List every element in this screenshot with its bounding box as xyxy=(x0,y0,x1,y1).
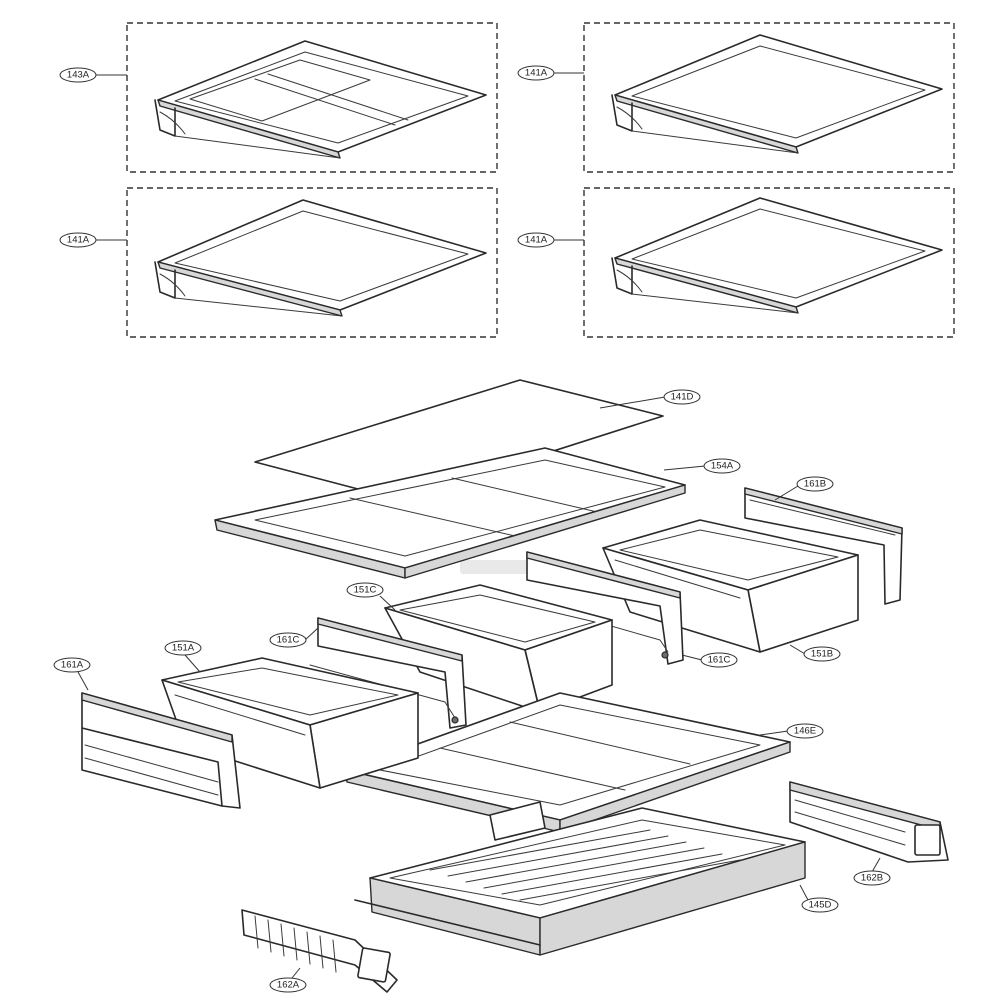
callout-161C-right-label: 161C xyxy=(708,655,731,666)
callout-141D-label: 141D xyxy=(671,392,694,403)
callout-151A xyxy=(164,640,202,656)
shelf-box-141A-bottom-right: 141A xyxy=(517,187,955,338)
callout-162B xyxy=(853,870,891,886)
part-154A-shelf-frame: 154A xyxy=(214,447,741,579)
callout-146E xyxy=(786,723,824,739)
callout-141D xyxy=(663,389,701,405)
callout-161A xyxy=(53,657,91,673)
callout-145D-label: 145D xyxy=(809,900,832,911)
callout-154A xyxy=(703,458,741,474)
callout-146E-label: 146E xyxy=(794,726,816,737)
part-151B-crisper-drawer: 151B xyxy=(602,519,859,662)
part-161A-drawer-cover: 161A xyxy=(53,657,241,809)
callout-151C-label: 151C xyxy=(354,585,377,596)
callout-151C xyxy=(346,582,384,598)
callout-141A-bottom-right-label: 141A xyxy=(525,235,548,246)
callout-141A-bottom-right xyxy=(517,232,555,248)
part-146E-drawer-cover-base: 146E xyxy=(344,692,824,841)
shelf-box-141A-top-right: 141A xyxy=(517,22,955,173)
part-141D-glass-panel: 141D xyxy=(254,379,701,501)
callout-161B xyxy=(796,476,834,492)
callout-161B-label: 161B xyxy=(804,479,826,490)
part-161C-drawer-cover-right: 161C xyxy=(519,551,738,668)
callout-141A-top-right xyxy=(517,65,555,81)
callout-141A-bottom-left-label: 141A xyxy=(67,235,90,246)
callout-161C-right xyxy=(700,652,738,668)
shelf-box-143A: 143A xyxy=(59,22,498,173)
callout-143A-label: 143A xyxy=(67,70,90,81)
callout-143A xyxy=(59,67,97,83)
callout-145D xyxy=(801,897,839,913)
callout-162B-label: 162B xyxy=(861,873,883,884)
part-145D-bottom-tray: 145D xyxy=(354,807,839,956)
callout-162A xyxy=(269,977,307,993)
part-161C-drawer-cover-left: 161C xyxy=(269,617,467,729)
part-162B-slide-rail: 162B xyxy=(789,781,949,886)
callout-151B xyxy=(803,646,841,662)
part-151A-crisper-drawer: 151A xyxy=(161,640,419,789)
callout-161C-left-label: 161C xyxy=(277,635,300,646)
callout-141A-bottom-left xyxy=(59,232,97,248)
callout-151A-label: 151A xyxy=(172,643,195,654)
callout-162A-label: 162A xyxy=(277,980,300,991)
callout-154A-label: 154A xyxy=(711,461,734,472)
part-161B-drawer-cover: 161B xyxy=(744,476,903,605)
callout-151B-label: 151B xyxy=(811,649,833,660)
callout-161C-left xyxy=(269,632,307,648)
callout-141A-top-right-label: 141A xyxy=(525,68,548,79)
shelf-box-141A-bottom-left: 141A xyxy=(59,187,498,338)
part-162A-grille-rail: 162A xyxy=(241,909,398,993)
callout-161A-label: 161A xyxy=(61,660,84,671)
